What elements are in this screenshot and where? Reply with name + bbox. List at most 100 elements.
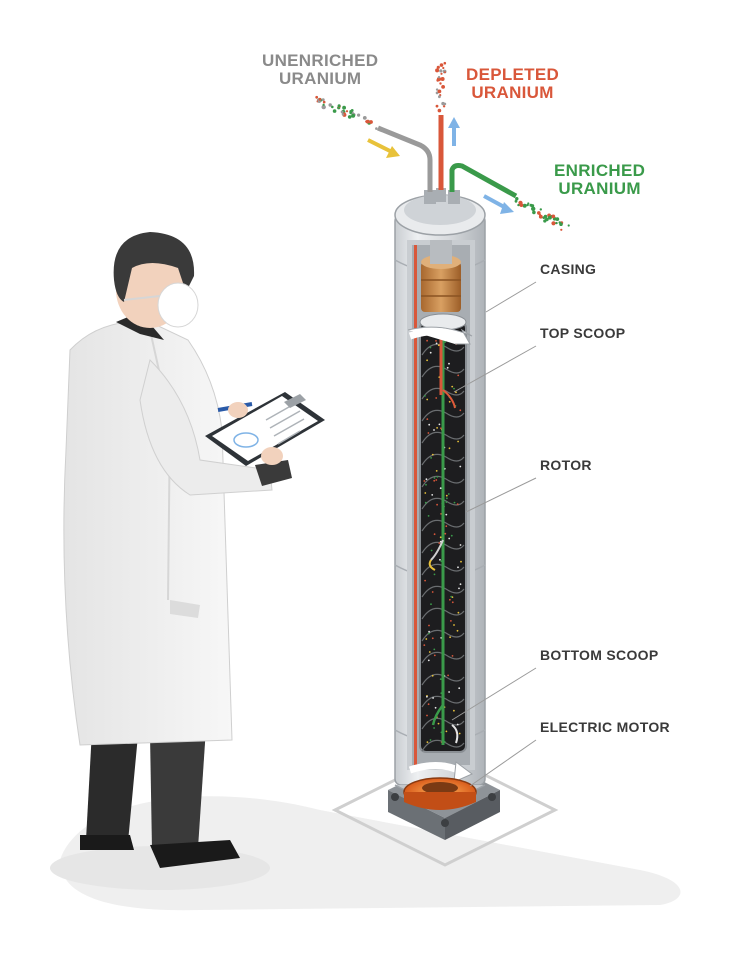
rotor-particle [457, 440, 459, 443]
label-depleted-line2: URANIUM [471, 82, 554, 102]
rotor-particle [427, 632, 430, 635]
rotor-particle [427, 515, 430, 517]
rotor-particle [435, 342, 438, 345]
spray-particle [439, 63, 444, 67]
spray-particle [517, 203, 520, 207]
spray-particle [526, 203, 529, 207]
rotor-particle [427, 432, 430, 434]
label-enriched-line2: URANIUM [558, 178, 641, 198]
spray-particle [532, 210, 536, 215]
rotor-particle [459, 583, 462, 586]
rotor-particle [444, 341, 446, 343]
spray-particle [558, 221, 561, 224]
rotor-particle [450, 534, 453, 537]
rotor-swirl [421, 717, 465, 730]
spray-particle [322, 103, 325, 106]
spray-particle [331, 105, 334, 109]
rotor-particle [431, 591, 434, 593]
spray-particle [551, 214, 556, 219]
rotor-particle [430, 549, 433, 552]
rotor-particle [433, 479, 436, 482]
rotor-particle [435, 470, 438, 472]
spray-particle [351, 113, 356, 118]
rotor-particle [429, 351, 432, 354]
spray-particle [342, 105, 346, 110]
spray-particle [438, 95, 441, 99]
spray-particle [332, 109, 337, 113]
rotor-particle [431, 674, 434, 677]
spray-particle [321, 104, 326, 110]
rotor-particle [430, 457, 432, 459]
rotor-particle [426, 418, 429, 420]
top-pipes [377, 115, 518, 204]
rotor-particle [446, 497, 448, 500]
rotor-particle [451, 655, 454, 657]
spray-particle [560, 228, 563, 231]
rotor-particle [433, 654, 436, 657]
spray-particle [375, 127, 378, 130]
rotor-particle [450, 620, 452, 622]
spray-particle [442, 66, 445, 70]
rotor-swirl [421, 563, 465, 576]
rotor-particle [460, 560, 462, 563]
rotor-particle [426, 359, 428, 362]
spray-particle [542, 216, 546, 220]
rotor-particle [433, 727, 435, 729]
spray-particle [343, 112, 346, 115]
rotor-particle [448, 691, 450, 693]
spray-particle [555, 221, 558, 225]
rotor-particle [437, 344, 440, 347]
spray-particle [315, 95, 319, 99]
spray-particle [328, 103, 332, 107]
spray-particle [531, 206, 536, 211]
spray-particle [435, 88, 439, 91]
rotor-particle [444, 532, 447, 535]
rotor-particle [439, 487, 442, 490]
rotor-particle [429, 346, 432, 349]
spray-particle [362, 116, 367, 120]
spray-particle [440, 77, 445, 81]
label-unenriched-uranium: UNENRICHED URANIUM [262, 52, 378, 88]
rotor-particle [426, 339, 428, 342]
rotor-swirl [421, 431, 465, 444]
spray-particle [435, 68, 440, 73]
spray-particle [567, 224, 570, 227]
rotor-swirl [421, 607, 465, 620]
rotor-particle [457, 611, 460, 614]
unenriched-particles [315, 95, 378, 130]
spray-particle [437, 89, 442, 94]
rotor [419, 313, 467, 753]
rotor-swirl [421, 695, 465, 708]
rotation-arrow-top [407, 326, 473, 345]
rotor-particle [451, 601, 454, 604]
rotor-particle [448, 400, 451, 403]
label-depleted-line1: DEPLETED [466, 65, 560, 84]
rotor-particle [451, 385, 454, 388]
spray-particle [538, 214, 543, 219]
rotor-particle [433, 533, 436, 536]
spray-particle [365, 119, 370, 124]
spray-particle [515, 197, 519, 201]
rotor-particle [428, 423, 431, 426]
rotor-particle [457, 566, 459, 569]
rotor-particle [435, 340, 437, 342]
scientist-figure [50, 232, 325, 890]
rotor-particle [427, 703, 430, 706]
label-depleted-uranium: DEPLETED URANIUM [466, 66, 559, 102]
rotor-swirl [421, 387, 465, 400]
spray-particle [441, 101, 445, 106]
rotor-particle [424, 395, 426, 397]
rotor-particle [425, 638, 428, 640]
rotor-particle [436, 427, 438, 429]
rotor-swirl [421, 585, 465, 598]
rotor-particle [433, 429, 435, 431]
rotor-particle [459, 409, 462, 412]
rotor-particle [426, 398, 429, 401]
rotor-particle [453, 387, 455, 390]
enriched-particles [514, 197, 570, 231]
spray-particle [435, 104, 439, 108]
rotor-particle [428, 630, 430, 633]
rotor-particle [435, 397, 438, 399]
rotor-particle [424, 579, 426, 582]
rotor-particle [439, 536, 442, 539]
